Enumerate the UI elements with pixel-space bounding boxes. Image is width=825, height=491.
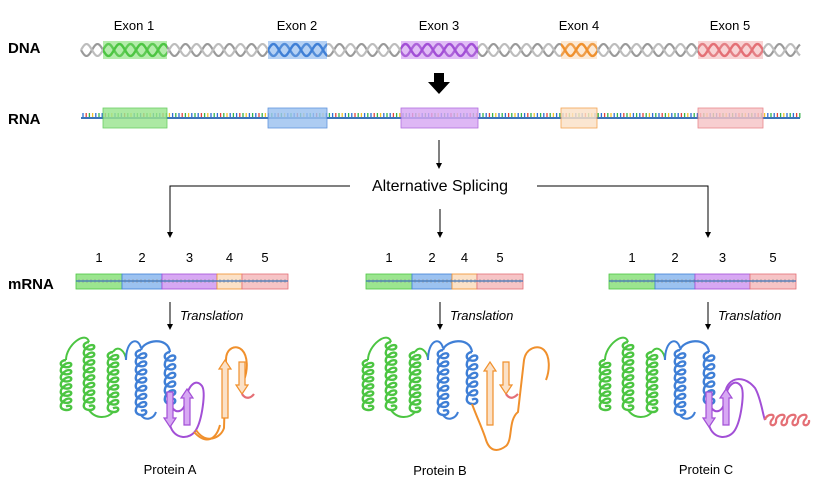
rna-exon-box-3 <box>400 107 479 129</box>
dna-exon-box-4 <box>561 41 597 59</box>
protein-a-structure <box>59 336 255 441</box>
loop-purple <box>169 381 205 438</box>
branch-arrow-right <box>537 185 711 238</box>
rna-exon-box-1 <box>102 107 168 129</box>
dna-exon-highlights <box>103 41 763 59</box>
loop-purple <box>708 381 744 438</box>
mrna-exon-number-5: 5 <box>496 250 503 265</box>
helix-red <box>763 413 811 427</box>
exon-label-1: Exon 1 <box>114 18 154 33</box>
protein-a-label: Protein A <box>144 462 197 477</box>
mrna-exon-number-2: 2 <box>671 250 678 265</box>
translation-label-a: Translation <box>180 308 243 323</box>
row-label-mrna: mRNA <box>8 276 54 293</box>
rna-exon-box-2 <box>267 107 328 129</box>
mrna-exon-number-1: 1 <box>385 250 392 265</box>
row-label-rna: RNA <box>8 111 41 128</box>
helix-red <box>505 393 519 399</box>
mrna-exon-number-1: 1 <box>95 250 102 265</box>
helix-green-1 <box>598 358 612 412</box>
exon-label-4: Exon 4 <box>559 18 599 33</box>
sheet-orange-up <box>217 358 233 419</box>
rna-exon-box-4 <box>560 107 598 129</box>
exon-label-2: Exon 2 <box>277 18 317 33</box>
helix-green-1 <box>361 358 375 412</box>
mrna-exon-number-2: 2 <box>428 250 435 265</box>
helix-blue-2 <box>465 350 479 406</box>
mrna-isoform-b: 1 2 4 5 <box>365 250 524 290</box>
branch-arrow-left <box>167 185 350 238</box>
mrna-exon-number-3: 3 <box>719 250 726 265</box>
down-arrow-icon <box>428 73 450 94</box>
mrna-exon-number-4: 4 <box>226 250 233 265</box>
protein-c-label: Protein C <box>679 462 733 477</box>
helix-green-3 <box>408 350 422 414</box>
mrna-exon-number-4: 4 <box>461 250 468 265</box>
sheet-purple-down <box>162 391 178 429</box>
exon-label-5: Exon 5 <box>710 18 750 33</box>
translation-label-c: Translation <box>718 308 781 323</box>
mrna-isoform-a: 1 2 3 4 5 <box>75 250 289 290</box>
rna-strand <box>81 107 801 129</box>
loop-blue <box>427 340 459 420</box>
sheet-purple-down <box>701 391 717 429</box>
protein-b-structure <box>361 336 550 451</box>
row-label-dna: DNA <box>8 40 41 57</box>
protein-b-label: Protein B <box>413 463 466 478</box>
helix-green-2 <box>82 340 96 412</box>
helix-green-3 <box>645 350 659 414</box>
helix-blue-1 <box>134 348 148 417</box>
sheet-orange-down <box>498 361 514 396</box>
protein-c-structure <box>598 336 811 438</box>
helix-blue-1 <box>673 348 687 417</box>
mrna-exon-number-5: 5 <box>769 250 776 265</box>
exon-label-3: Exon 3 <box>419 18 459 33</box>
helix-blue-2 <box>702 350 716 406</box>
mrna-exon-number-2: 2 <box>138 250 145 265</box>
loop-blue <box>125 340 157 420</box>
alternative-splicing-label: Alternative Splicing <box>372 178 508 195</box>
loop-blue <box>664 340 696 420</box>
helix-green-2 <box>384 340 398 412</box>
sheet-purple-up <box>718 387 734 426</box>
helix-green-2 <box>621 340 635 412</box>
loop-orange <box>471 346 550 451</box>
sheet-purple-up <box>179 387 195 426</box>
helix-blue-2 <box>163 350 177 406</box>
dna-exon-helix-3 <box>401 42 478 58</box>
mrna-exon-number-3: 3 <box>186 250 193 265</box>
translation-label-b: Translation <box>450 308 513 323</box>
helix-red <box>241 393 255 399</box>
sheet-orange-up <box>482 360 498 426</box>
sheet-orange-down <box>234 361 250 396</box>
mrna-isoform-c: 1 2 3 5 <box>608 250 797 290</box>
rna-exon-box-5 <box>697 107 764 129</box>
mrna-exon-number-5: 5 <box>261 250 268 265</box>
helix-green-3 <box>106 350 120 414</box>
mrna-exon-number-1: 1 <box>628 250 635 265</box>
helix-blue-1 <box>436 348 450 417</box>
helix-green-1 <box>59 358 73 412</box>
